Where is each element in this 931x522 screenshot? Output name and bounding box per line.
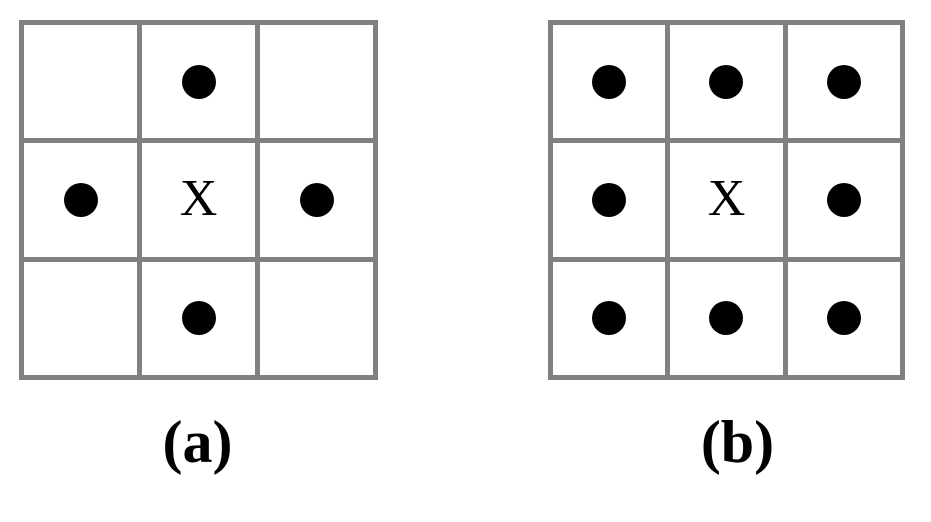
grid-cell-b-r2c0 — [553, 261, 666, 375]
grid-cell-a-r1c2 — [260, 143, 373, 257]
grid-cell-b-r2c1 — [670, 261, 783, 375]
neighborhood-grid-b: X — [548, 20, 905, 380]
grid-cell-b-r1c0 — [553, 143, 666, 257]
neighbor-dot-icon — [709, 301, 744, 336]
neighbor-dot-icon — [63, 182, 98, 217]
center-pixel-marker: X — [179, 169, 218, 227]
neighbor-dot-icon — [709, 64, 744, 99]
panel-caption-a: (a) — [162, 409, 233, 475]
neighbor-dot-icon — [826, 182, 861, 217]
neighbor-dot-icon — [592, 182, 627, 217]
grid-cell-a-r2c2 — [260, 261, 373, 375]
panel-caption-b: (b) — [700, 409, 775, 475]
neighbor-dot-icon — [592, 64, 627, 99]
grid-cell-a-r1c0 — [24, 143, 137, 257]
grid-cell-b-r0c0 — [553, 25, 666, 139]
grid-cell-a-r0c2 — [260, 25, 373, 139]
grid-cell-b-r0c1 — [670, 25, 783, 139]
grid-cell-b-r1c1: X — [670, 143, 783, 257]
grid-cell-b-r1c2 — [787, 143, 900, 257]
grid-cell-a-r2c1 — [142, 261, 255, 375]
grid-cell-a-r1c1: X — [142, 143, 255, 257]
center-pixel-marker: X — [707, 169, 746, 227]
grid-cell-a-r0c1 — [142, 25, 255, 139]
neighbor-dot-icon — [181, 301, 216, 336]
neighborhood-grid-a: X — [19, 20, 378, 380]
grid-cell-a-r2c0 — [24, 261, 137, 375]
neighbor-dot-icon — [299, 182, 334, 217]
neighbor-dot-icon — [592, 301, 627, 336]
neighbor-dot-icon — [181, 64, 216, 99]
grid-cell-a-r0c0 — [24, 25, 137, 139]
grid-cell-b-r2c2 — [787, 261, 900, 375]
neighbor-dot-icon — [826, 301, 861, 336]
neighbor-dot-icon — [826, 64, 861, 99]
grid-cell-b-r0c2 — [787, 25, 900, 139]
